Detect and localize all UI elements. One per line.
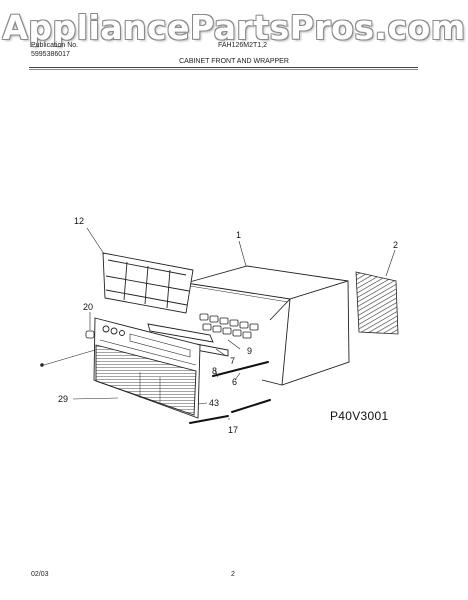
publication-number: 5995386017 bbox=[31, 51, 70, 58]
callout-43: 43 bbox=[209, 398, 219, 408]
vent-louvers bbox=[199, 313, 259, 339]
callout-2: 2 bbox=[393, 240, 398, 250]
illustration-code: P40V3001 bbox=[330, 409, 389, 423]
callout-9: 9 bbox=[247, 346, 252, 356]
header-rule bbox=[29, 67, 418, 68]
leader-lines bbox=[72, 227, 396, 420]
callout-6: 6 bbox=[232, 377, 237, 387]
knob-part bbox=[85, 330, 95, 339]
cabinet-wrapper bbox=[185, 265, 350, 386]
publication-label: Publication No. bbox=[31, 42, 79, 49]
header-rule-thin bbox=[29, 69, 418, 70]
callout-7: 7 bbox=[230, 356, 235, 366]
section-title: CABINET FRONT AND WRAPPER bbox=[179, 58, 289, 65]
footer-date: 02/03 bbox=[31, 571, 49, 578]
seal-strips bbox=[189, 361, 271, 424]
callout-1: 1 bbox=[236, 230, 241, 240]
publication-block: Publication No. 5995386017 bbox=[31, 41, 78, 59]
model-number: FAH126M2T1,2 bbox=[218, 42, 268, 49]
front-panel bbox=[93, 317, 201, 419]
rear-coil-grille bbox=[355, 271, 399, 335]
callout-8: 8 bbox=[212, 366, 217, 376]
callout-29: 29 bbox=[58, 394, 68, 404]
side-screw bbox=[40, 349, 96, 367]
callout-20: 20 bbox=[83, 302, 93, 312]
discharge-grille bbox=[147, 323, 229, 357]
footer-page-number: 2 bbox=[231, 571, 235, 578]
watermark-logo: AppliancePartsPros.com bbox=[2, 8, 466, 47]
callout-17: 17 bbox=[228, 425, 238, 435]
air-filter bbox=[102, 252, 194, 314]
callout-12: 12 bbox=[74, 216, 84, 226]
